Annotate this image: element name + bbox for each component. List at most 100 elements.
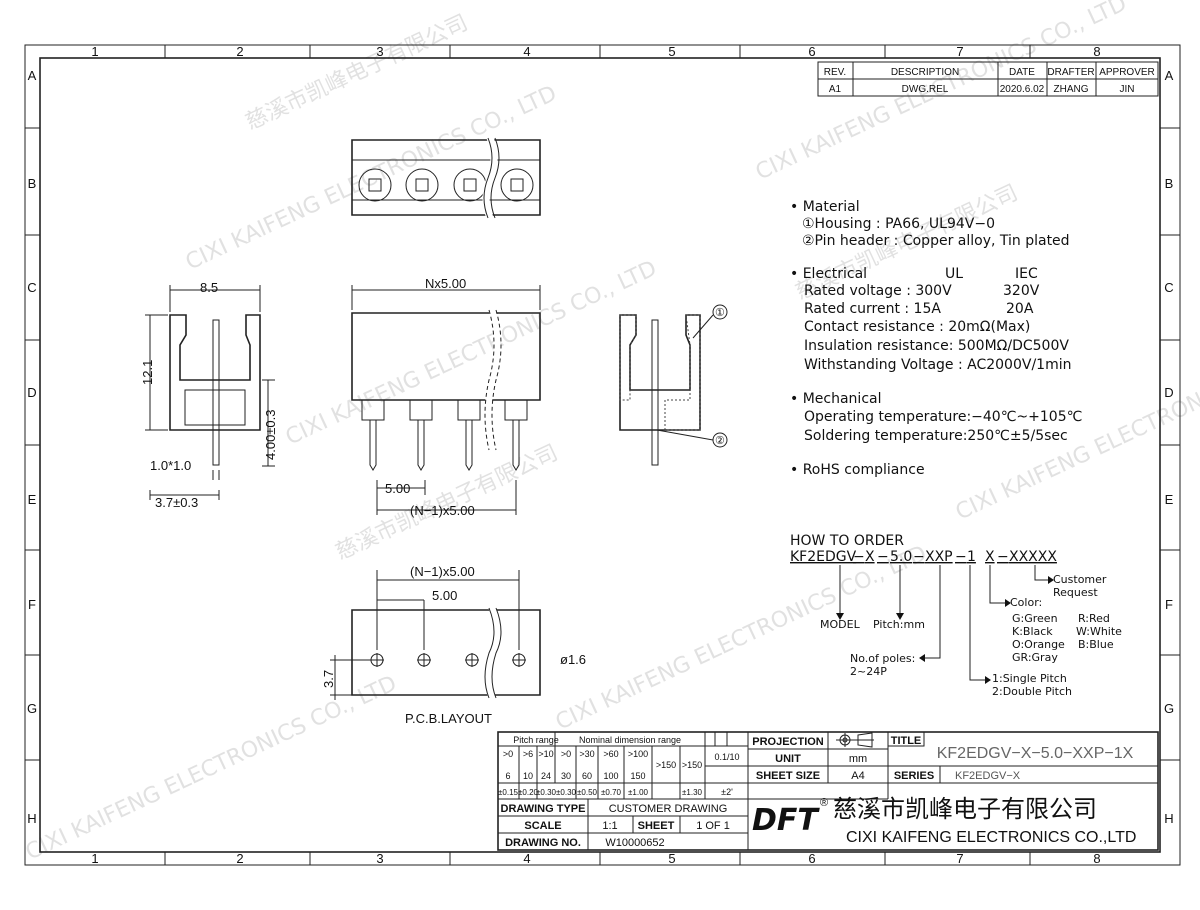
column-label: 5: [668, 44, 675, 59]
company-name-cn: 慈溪市凯峰电子有限公司: [833, 795, 1097, 823]
watermark-text: CIXI KAIFENG ELECTRONICS CO., LTD: [182, 81, 561, 275]
withstanding-voltage: Withstanding Voltage : AC2000V/1min: [804, 357, 1071, 373]
angle-tolerance: ±2': [721, 787, 733, 797]
row-label: F: [28, 597, 36, 612]
watermark-text: CIXI KAIFENG ELECTRONICS CO., LTD: [552, 541, 931, 735]
tolerance-range: 10: [523, 771, 533, 781]
watermark-text: CIXI KAIFENG ELECTRONICS CO., LTD: [22, 671, 401, 865]
tolerance-value: ±0.20: [518, 788, 539, 797]
tolerance-range: 100: [603, 771, 618, 781]
contact-resistance: Contact resistance : 20mΩ(Max): [804, 319, 1030, 335]
tolerance-range: >10: [538, 749, 553, 759]
column-label: 2: [236, 44, 243, 59]
description-header: DESCRIPTION: [891, 67, 959, 78]
drawing-no-label: DRAWING NO.: [505, 837, 581, 849]
dimension-pcb-row: 3.7: [321, 670, 336, 688]
flatness-tolerance: 0.1/10: [714, 752, 739, 762]
ul-header: UL: [945, 266, 963, 282]
column-label: 6: [808, 44, 815, 59]
tolerance-range: >30: [579, 749, 594, 759]
column-label: 2: [236, 851, 243, 866]
material-pin: ②Pin header : Copper alloy, Tin plated: [802, 233, 1070, 249]
tolerance-value: ±0.50: [577, 788, 598, 797]
tolerance-value: ±0.30: [556, 788, 577, 797]
order-customer-label: Customer: [1053, 573, 1107, 586]
specifications: • Material ①Housing : PA66, UL94V−0 ②Pin…: [790, 199, 1082, 478]
watermark-text: CIXI KAIFENG ELECTRONICS CO., LTD: [282, 256, 661, 450]
series-label: SERIES: [894, 770, 934, 782]
sheet-label: SHEET: [638, 820, 675, 832]
approver-cell: JIN: [1120, 84, 1135, 95]
order-customer-request: Request: [1053, 586, 1098, 599]
logo-mark: DFT: [752, 803, 820, 838]
sheet-size-value: A4: [851, 770, 864, 782]
sheet-size-label: SHEET SIZE: [756, 770, 820, 782]
row-label: C: [27, 280, 36, 295]
color-option: B:Blue: [1078, 638, 1114, 651]
row-label: E: [1165, 492, 1174, 507]
code-model: KF2EDGV: [790, 549, 857, 565]
column-label: 7: [956, 851, 963, 866]
dimension-width: 8.5: [200, 280, 218, 295]
watermark-text: 慈溪市凯峰电子有限公司: [242, 10, 472, 135]
row-label: H: [1164, 811, 1173, 826]
row-label: G: [27, 701, 37, 716]
electrical-title: • Electrical: [790, 266, 867, 282]
title-label: TITLE: [891, 735, 922, 747]
code-x: X: [865, 549, 875, 565]
drawing-type-value: CUSTOMER DRAWING: [609, 803, 728, 815]
pcb-layout-label: P.C.B.LAYOUT: [405, 711, 492, 726]
drawing-title: KF2EDGV−X−5.0−XXP−1X: [937, 745, 1134, 762]
dimension-hole: ø1.6: [560, 652, 586, 667]
section-view: ① ②: [619, 304, 728, 466]
callout-housing: ①: [715, 307, 725, 319]
code-sep: −: [997, 549, 1009, 565]
side-view: 8.5 12.1 4.00±0.3 1.0*1.0 3.7±0.3: [140, 280, 278, 510]
column-label: 8: [1093, 44, 1100, 59]
dimension-span: (N−1)x5.00: [410, 503, 475, 518]
color-option: K:Black: [1012, 625, 1053, 638]
tolerance-value: ±0.15: [498, 788, 519, 797]
dimension-height: 12.1: [140, 360, 155, 385]
order-poles-label: No.of poles:: [850, 652, 915, 665]
tolerance-range: >0: [503, 749, 513, 759]
description-cell: DWG.REL: [902, 84, 949, 95]
company-name-en: CIXI KAIFENG ELECTRONICS CO.,LTD: [846, 829, 1136, 846]
row-label: D: [1164, 385, 1173, 400]
tolerance-range: >0: [561, 749, 571, 759]
tolerance-value: ±1.30: [682, 788, 703, 797]
tolerance-range: >150: [656, 760, 676, 770]
approver-header: APPROVER: [1099, 67, 1155, 78]
code-pitch: 5.0: [890, 549, 912, 565]
column-label: 4: [523, 44, 530, 59]
unit-label: UNIT: [775, 753, 801, 765]
order-title: HOW TO ORDER: [790, 533, 904, 549]
code-sep: −: [853, 549, 865, 565]
projection-symbol-icon: [836, 732, 874, 748]
color-option: GR:Gray: [1012, 651, 1058, 664]
rev-header: REV.: [824, 67, 846, 78]
sheet-value: 1 OF 1: [696, 820, 730, 832]
how-to-order: HOW TO ORDER KF2EDGV − X − 5.0 − XXP − 1…: [790, 533, 1122, 698]
tolerance-range: 150: [630, 771, 645, 781]
revision-table: REV. DESCRIPTION DATE DRAFTER APPROVER A…: [817, 61, 1159, 97]
code-pitch-type: 1: [967, 549, 976, 565]
code-customer: XXXXX: [1009, 549, 1057, 565]
iec-header: IEC: [1015, 266, 1038, 282]
dimension-pin-size: 1.0*1.0: [150, 458, 191, 473]
registered-mark: ®: [820, 797, 828, 809]
column-label: 7: [956, 44, 963, 59]
column-label: 5: [668, 851, 675, 866]
tolerance-range: 60: [582, 771, 592, 781]
code-sep: −: [877, 549, 889, 565]
material-housing: ①Housing : PA66, UL94V−0: [802, 216, 995, 232]
top-view: [351, 136, 541, 220]
order-pitch-label: Pitch:mm: [873, 618, 925, 631]
rated-voltage-iec: 320V: [1003, 283, 1040, 299]
dimension-pcb-pitch: 5.00: [432, 588, 457, 603]
code-sep: −: [913, 549, 925, 565]
mechanical-title: • Mechanical: [790, 391, 881, 407]
row-label: A: [1165, 68, 1174, 83]
row-label: D: [27, 385, 36, 400]
